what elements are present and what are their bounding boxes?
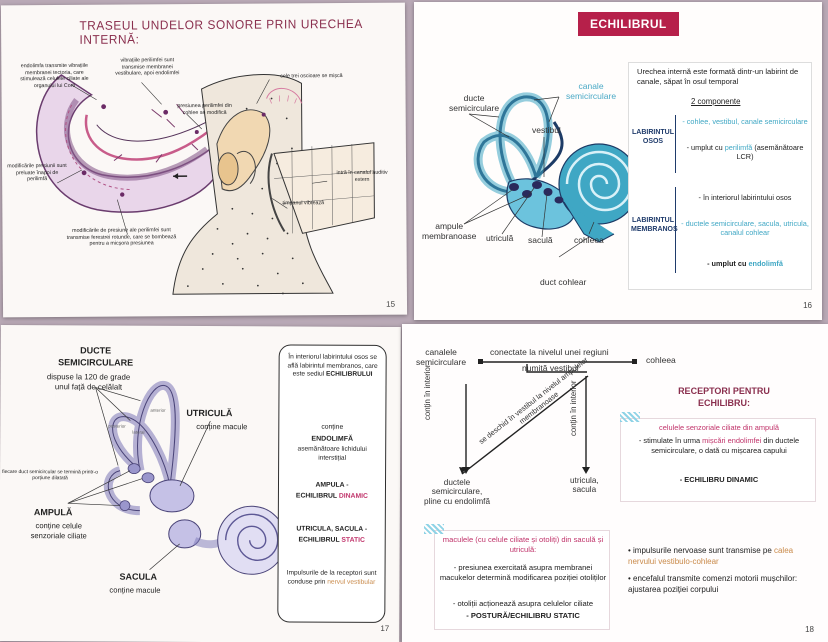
membranous-location: - în interiorul labirintului osos xyxy=(698,193,792,202)
page-number: 18 xyxy=(805,625,814,634)
semicircular-ducts-desc: dispuse la 120 de grade unul față de cel… xyxy=(46,372,131,392)
osseous-fill: - umplut cu perilimfă (asemănătoare LCR) xyxy=(686,143,804,162)
summary-dynamic: ECHILIBRUL DINAMIC xyxy=(295,492,368,500)
note-eardrum-vibrates: timpanul vibrează xyxy=(282,200,325,207)
note-pressure-returned: modificările presiunii sunt preluate îna… xyxy=(7,162,67,183)
note-perilymph-vestibular: vibrațiile perilimfei sunt transmise mem… xyxy=(115,57,180,77)
note-ossicles-move: cele trei oscioare se mișcă xyxy=(280,73,343,80)
page-17: DUCTE SEMICIRCULARE dispuse la 120 de gr… xyxy=(0,324,401,642)
label-connected: conectate la nivelul unei regiuni xyxy=(490,347,609,357)
page-16: ECHILIBRUL ducte semicirculare canale se… xyxy=(414,2,822,320)
dynamic-receptors-heading: celulele senzoriale ciliate din ampulă xyxy=(659,423,779,432)
label-cochlea: cohleea xyxy=(574,235,604,245)
utricle-title: UTRICULĂ xyxy=(186,407,233,419)
membranous-fill: - umplut cu endolimfă xyxy=(707,259,783,268)
page-number: 15 xyxy=(386,299,396,309)
label-saccule: saculă xyxy=(528,235,553,245)
section-badge: ECHILIBRUL xyxy=(578,12,679,36)
label-cochlea: cohleea xyxy=(646,355,676,365)
ampulla-desc: conține celule senzoriale ciliate xyxy=(30,521,87,541)
summary-nerve: Impulsurile de la receptori sunt conduse… xyxy=(286,569,377,586)
page-18: canalele semicirculare conectate la nive… xyxy=(402,324,828,642)
static-receptors-box: maculele (cu celule ciliate și otoliți) … xyxy=(434,530,610,630)
static-pressure-text: - presiunea exercitată asupra membranei … xyxy=(439,563,607,582)
label-utricle-saccule: utricula, sacula xyxy=(570,476,599,495)
label-semicircular-canals: canalele semicirculare xyxy=(416,347,467,367)
static-receptors-heading: maculele (cu celule ciliate și otoliți) … xyxy=(442,535,604,554)
ampulla-title: AMPULĂ xyxy=(33,507,73,518)
summary-intro: În interiorul labirintului osos se află … xyxy=(287,353,378,379)
components-box: Urechea internă este formată dintr-un la… xyxy=(628,62,812,290)
page-15: TRASEUL UNDELOR SONORE PRIN URECHEA INTE… xyxy=(0,2,408,318)
summary-static: ECHILIBRUL STATIC xyxy=(298,536,365,544)
static-otoliths-text: - otoliții acționează asupra celulelor c… xyxy=(452,599,594,608)
components-heading: 2 componente xyxy=(691,97,741,106)
label-semicircular-ducts: ducte semicirculare xyxy=(449,93,500,113)
saccule-title: SACULA xyxy=(119,571,158,582)
summary-endolymph: ENDOLIMFĂ xyxy=(311,435,354,443)
page-number: 17 xyxy=(380,623,390,633)
summary-contains: conține xyxy=(321,423,344,431)
note-round-window: modificările de presiune ale perilimfei … xyxy=(66,227,177,248)
label-anterior: anterior xyxy=(150,407,166,413)
note-perilymph-pressure: presiunea perilimfei din cohlee se modif… xyxy=(177,102,232,116)
utricle-desc: conține macule xyxy=(196,421,248,432)
bullet-motor-commands: • encefalul transmite comenzi motorii mu… xyxy=(628,574,798,594)
labyrinth-illustration xyxy=(463,92,640,258)
semicircular-ducts-title: DUCTE SEMICIRCULARE xyxy=(58,345,134,368)
note-endolymph-tectoria: endolimfa transmite vibrațiile membranei… xyxy=(20,62,89,90)
note-enters-ear-canal: intră în canalul auditiv extern xyxy=(336,169,388,183)
intro-text: Urechea internă este formată dintr-un la… xyxy=(637,67,799,86)
label-vestibule: numită vestibul xyxy=(522,363,579,373)
label-ducts-endolymph: ductele semicirculare, pline cu endolimf… xyxy=(424,478,490,506)
label-utricle: utriculă xyxy=(486,233,514,243)
label-lateral: lateral xyxy=(132,429,145,435)
summary-ampulla: AMPULA - xyxy=(315,481,349,489)
summary-utricle-saccule: UTRICULA, SACULA - xyxy=(296,525,368,533)
label-contain-1: conțin în interior xyxy=(423,364,432,420)
osseous-title: LABIRINTUL OSOS xyxy=(632,129,674,145)
page-number: 16 xyxy=(803,301,812,310)
summary-endolymph-desc: asemănătoare lichidului interstițial xyxy=(297,445,367,462)
bullet-nerve-impulses: • impulsurile nervoase sunt transmise pe… xyxy=(628,546,794,566)
dynamic-receptors-stimulus: - stimulate în urma mișcări endolimfei d… xyxy=(638,436,800,455)
summary-card: În interiorul labirintului osos se află … xyxy=(277,344,387,623)
inner-ear-sound-path-illustration xyxy=(35,74,375,295)
label-ampullae: ampule membranoase xyxy=(422,221,477,241)
label-contain-2: conțin în interior xyxy=(569,380,578,436)
osseous-parts: - cohlee, vestibul, canale semicirculare xyxy=(682,117,808,126)
membranous-parts: - ductele semicirculare, sacula, utricul… xyxy=(681,219,809,238)
dynamic-receptors-box: celulele senzoriale ciliate din ampulă -… xyxy=(620,418,816,502)
note-duct-ends: fiecare duct semicircular se termină pri… xyxy=(2,468,99,482)
flow-diagram-arrows xyxy=(459,359,637,475)
label-semicircular-canals: canale semicirculare xyxy=(566,81,617,101)
static-balance-label: - POSTURĂ/ECHILIBRU STATIC xyxy=(466,611,580,620)
receptors-title: RECEPTORI PENTRU ECHILIBRU: xyxy=(678,386,770,408)
membranous-title: LABIRINTUL MEMBRANOS xyxy=(631,217,678,233)
label-cochlear-duct: duct cohlear xyxy=(540,277,587,287)
label-vestibule: vestibul xyxy=(532,125,561,135)
saccule-desc: conține macule xyxy=(109,585,161,595)
dynamic-balance-label: - ECHILIBRU DINAMIC xyxy=(679,475,759,484)
label-posterior: posterior xyxy=(108,423,126,429)
vestibular-apparatus-illustration xyxy=(67,381,287,575)
